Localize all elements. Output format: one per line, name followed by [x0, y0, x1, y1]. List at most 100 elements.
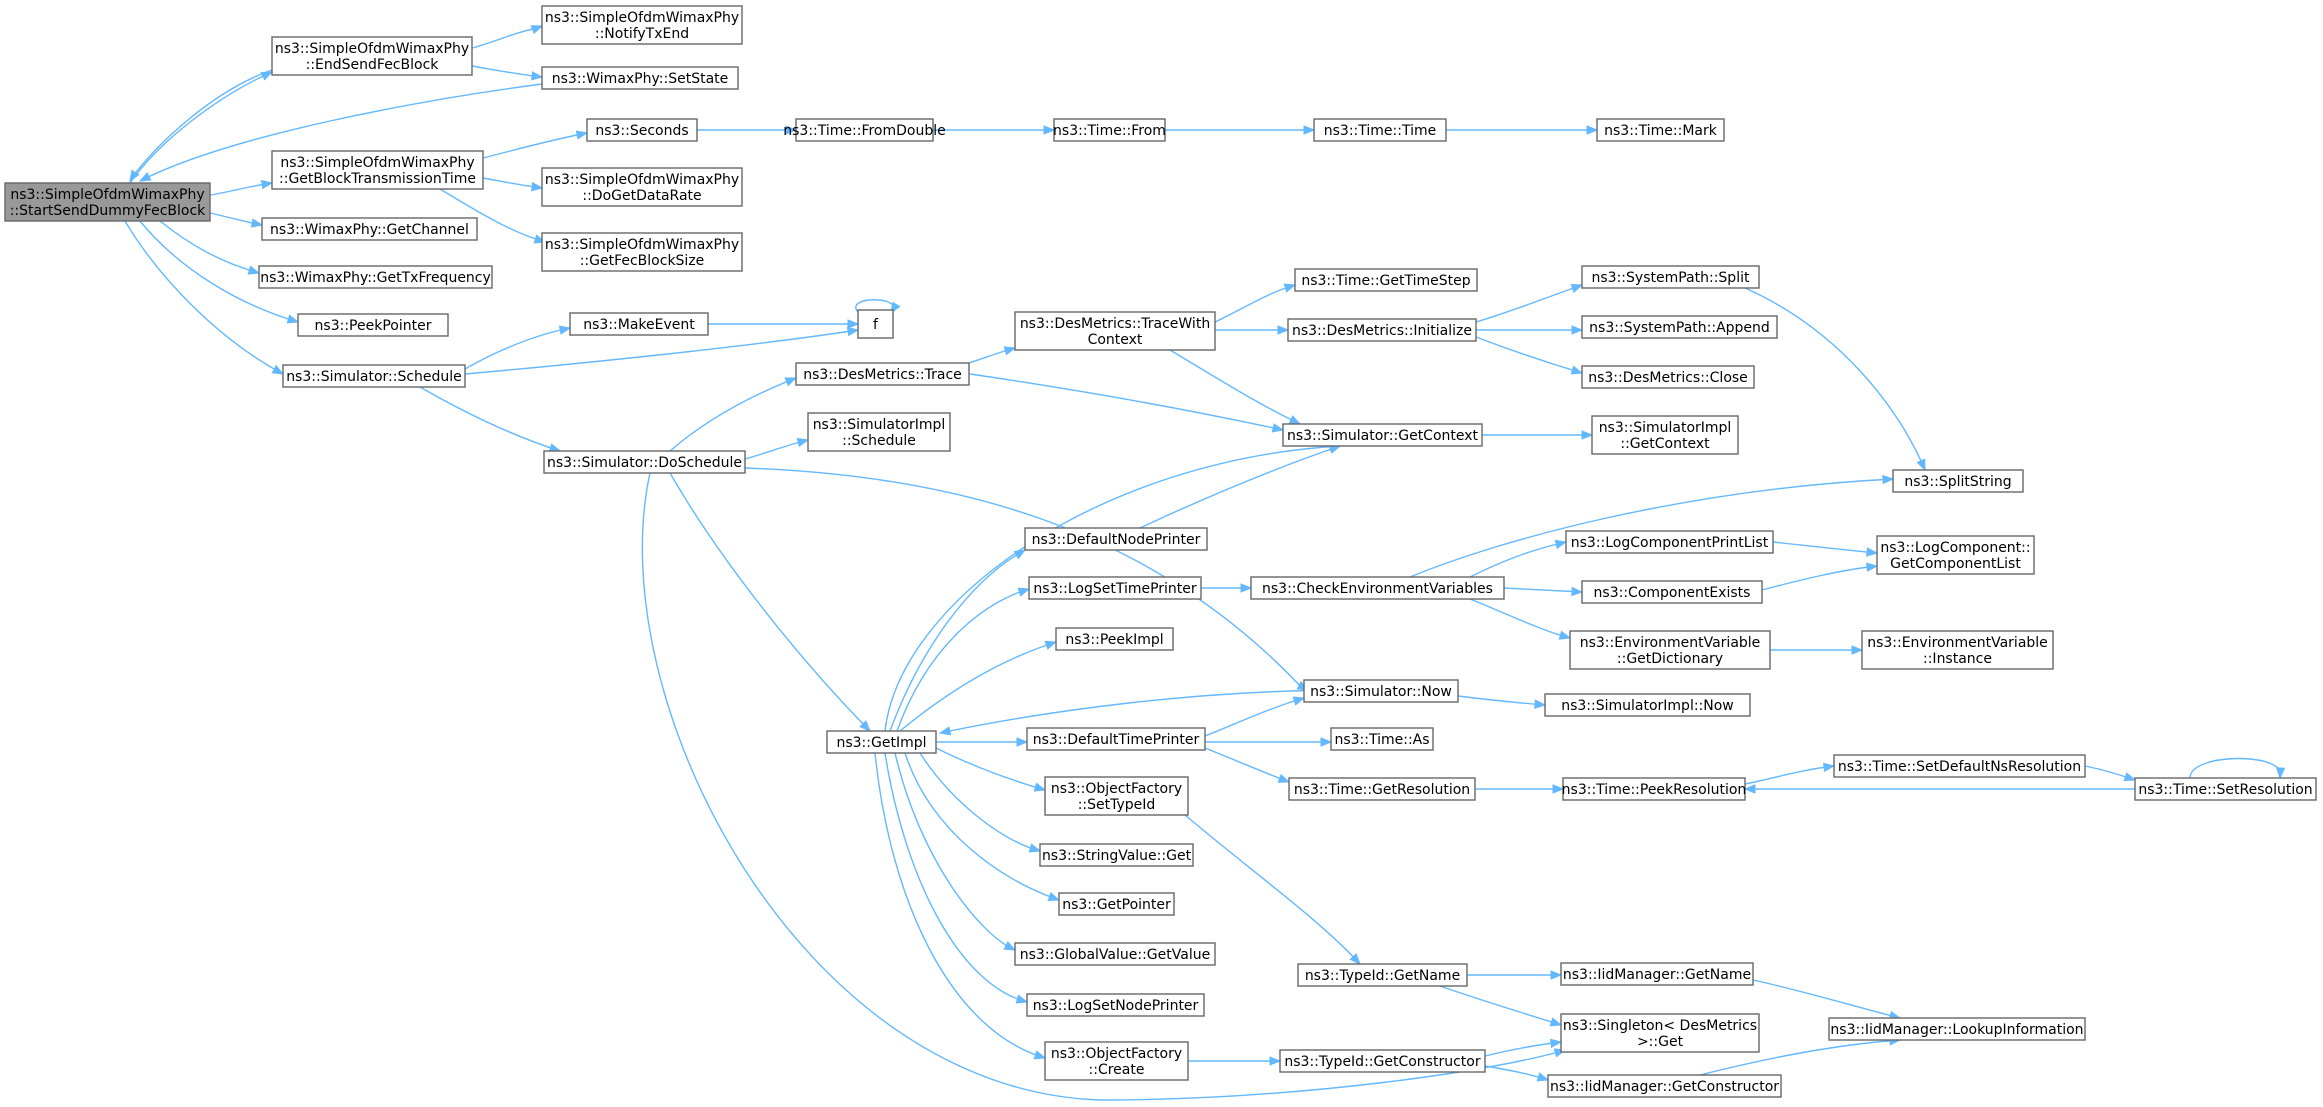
node-iidLookup[interactable]: ns3::IidManager::LookupInformation — [1828, 1017, 2086, 1041]
node-simNow[interactable]: ns3::Simulator::Now — [1303, 679, 1459, 703]
arrowhead — [1017, 587, 1031, 597]
node-ofSetTypeId[interactable]: ns3::ObjectFactory::SetTypeId — [1044, 776, 1189, 816]
node-getTxFreq[interactable]: ns3::WimaxPhy::GetTxFrequency — [258, 265, 493, 289]
node-box — [1544, 693, 1751, 717]
node-getChannel[interactable]: ns3::WimaxPhy::GetChannel — [261, 217, 478, 241]
node-box — [1294, 268, 1478, 292]
node-simImplNow[interactable]: ns3::SimulatorImpl::Now — [1544, 693, 1751, 717]
node-box — [4, 182, 211, 222]
node-box — [1569, 630, 1771, 670]
node-defaultNodePrinter[interactable]: ns3::DefaultNodePrinter — [1024, 527, 1208, 551]
node-defaultTimePrinter[interactable]: ns3::DefaultTimePrinter — [1026, 727, 1206, 751]
node-timeGetResolution[interactable]: ns3::Time::GetResolution — [1288, 777, 1476, 801]
node-typeIdGetCtor[interactable]: ns3::TypeId::GetConstructor — [1279, 1049, 1486, 1073]
node-box — [541, 5, 743, 45]
node-box — [826, 730, 937, 754]
node-label: ns3::Time::Mark — [1604, 123, 1718, 139]
node-label: ::Instance — [1923, 651, 1992, 667]
node-iidGetCtor[interactable]: ns3::IidManager::GetConstructor — [1547, 1074, 1782, 1098]
node-box — [271, 150, 484, 190]
node-logCompPrintList[interactable]: ns3::LogComponentPrintList — [1565, 530, 1774, 554]
node-checkEnvVars[interactable]: ns3::CheckEnvironmentVariables — [1250, 576, 1505, 600]
node-envGetDict[interactable]: ns3::EnvironmentVariable::GetDictionary — [1569, 630, 1771, 670]
node-label: ns3::SimulatorImpl — [813, 417, 946, 433]
arrowhead — [1866, 547, 1879, 557]
call-edge — [1469, 598, 1571, 639]
node-getPointer[interactable]: ns3::GetPointer — [1058, 892, 1175, 916]
node-peekImpl[interactable]: ns3::PeekImpl — [1055, 627, 1174, 651]
call-edge — [1772, 541, 1878, 554]
node-spSplit[interactable]: ns3::SystemPath::Split — [1581, 265, 1760, 289]
node-doSchedule[interactable]: ns3::Simulator::DoSchedule — [543, 450, 746, 474]
node-spAppend[interactable]: ns3::SystemPath::Append — [1581, 315, 1778, 339]
node-logCompGetList[interactable]: ns3::LogComponent::GetComponentList — [1876, 535, 2035, 575]
node-label: ns3::GetPointer — [1062, 897, 1171, 913]
node-singletonGet[interactable]: ns3::Singleton< DesMetrics >::Get — [1560, 1013, 1760, 1053]
node-f[interactable]: f — [857, 309, 894, 339]
node-dmClose[interactable]: ns3::DesMetrics::Close — [1581, 365, 1755, 389]
node-schedule[interactable]: ns3::Simulator::Schedule — [282, 364, 466, 388]
arrowhead — [1013, 549, 1027, 560]
node-setResolution[interactable]: ns3::Time::SetResolution — [2134, 777, 2317, 801]
arrowhead — [1536, 1072, 1550, 1082]
node-envInstance[interactable]: ns3::EnvironmentVariable::Instance — [1861, 630, 2054, 670]
node-dmInitialize[interactable]: ns3::DesMetrics::Initialize — [1287, 318, 1477, 342]
call-edge — [1409, 478, 1894, 578]
node-timeAs[interactable]: ns3::Time::As — [1330, 727, 1434, 751]
node-simImplGetContext[interactable]: ns3::SimulatorImpl::GetContext — [1591, 415, 1739, 455]
node-setDefaultNsRes[interactable]: ns3::Time::SetDefaultNsResolution — [1833, 754, 2086, 778]
node-timeFrom[interactable]: ns3::Time::From — [1053, 118, 1166, 142]
node-splitString[interactable]: ns3::SplitString — [1892, 469, 2024, 493]
node-label: Context — [1088, 332, 1143, 348]
node-box — [282, 364, 466, 388]
arrowhead — [1586, 125, 1599, 135]
node-ofCreate[interactable]: ns3::ObjectFactory::Create — [1044, 1041, 1189, 1081]
node-label: ns3::Time::GetResolution — [1294, 782, 1470, 798]
arrowhead — [1292, 696, 1306, 706]
node-peekResolution[interactable]: ns3::Time::PeekResolution — [1562, 777, 1747, 801]
node-logSetTimePrinter[interactable]: ns3::LogSetTimePrinter — [1028, 576, 1202, 600]
node-logSetNodePrinter[interactable]: ns3::LogSetNodePrinter — [1026, 993, 1205, 1017]
node-timeGetTimeStep[interactable]: ns3::Time::GetTimeStep — [1294, 268, 1478, 292]
node-peekPointer[interactable]: ns3::PeekPointer — [297, 313, 449, 337]
call-edge — [1744, 287, 1926, 471]
node-simGetContext[interactable]: ns3::Simulator::GetContext — [1282, 423, 1483, 447]
node-label: ns3::SimulatorImpl — [1599, 420, 1732, 436]
node-globalValueGet[interactable]: ns3::GlobalValue::GetValue — [1014, 942, 1216, 966]
arrowhead — [1044, 640, 1058, 650]
node-timeMark[interactable]: ns3::Time::Mark — [1596, 118, 1725, 142]
node-box — [261, 217, 478, 241]
call-edge — [1752, 979, 1901, 1019]
arrowhead — [785, 125, 798, 135]
node-dmTrace[interactable]: ns3::DesMetrics::Trace — [795, 362, 970, 386]
node-makeEvent[interactable]: ns3::MakeEvent — [569, 312, 709, 336]
node-box — [1892, 469, 2024, 493]
node-doGetDataRate[interactable]: ns3::SimpleOfdmWimaxPhy::DoGetDataRate — [541, 167, 743, 207]
node-typeIdGetName[interactable]: ns3::TypeId::GetName — [1297, 963, 1468, 987]
node-componentExists[interactable]: ns3::ComponentExists — [1581, 580, 1763, 604]
node-iidGetName[interactable]: ns3::IidManager::GetName — [1560, 962, 1754, 986]
call-edge — [669, 377, 797, 452]
node-box — [1044, 1041, 1189, 1081]
node-getImpl[interactable]: ns3::GetImpl — [826, 730, 937, 754]
node-simImplSchedule[interactable]: ns3::SimulatorImpl::Schedule — [807, 412, 951, 452]
arrowhead — [1550, 1038, 1563, 1048]
arrowhead — [575, 130, 589, 140]
arrowhead — [859, 720, 871, 732]
node-fromDouble[interactable]: ns3::Time::FromDouble — [783, 118, 946, 142]
node-setState[interactable]: ns3::WimaxPhy::SetState — [541, 66, 739, 90]
node-seconds[interactable]: ns3::Seconds — [586, 118, 698, 142]
node-label: ns3::SimpleOfdmWimaxPhy — [545, 10, 739, 26]
node-box — [2134, 777, 2317, 801]
node-getBlockTx[interactable]: ns3::SimpleOfdmWimaxPhy::GetBlockTransmi… — [271, 150, 484, 190]
node-stringValueGet[interactable]: ns3::StringValue::Get — [1039, 843, 1194, 867]
node-endSend[interactable]: ns3::SimpleOfdmWimaxPhy::EndSendFecBlock — [271, 36, 473, 76]
node-label: ns3::Time::SetDefaultNsResolution — [1838, 759, 2081, 775]
node-notifyTx[interactable]: ns3::SimpleOfdmWimaxPhy::NotifyTxEnd — [541, 5, 743, 45]
node-timeTime[interactable]: ns3::Time::Time — [1313, 118, 1447, 142]
node-box — [1861, 630, 2054, 670]
node-getFecBlockSize[interactable]: ns3::SimpleOfdmWimaxPhy::GetFecBlockSize — [541, 232, 743, 272]
node-root[interactable]: ns3::SimpleOfdmWimaxPhy::StartSendDummyF… — [4, 182, 211, 222]
arrowhead — [530, 181, 544, 192]
